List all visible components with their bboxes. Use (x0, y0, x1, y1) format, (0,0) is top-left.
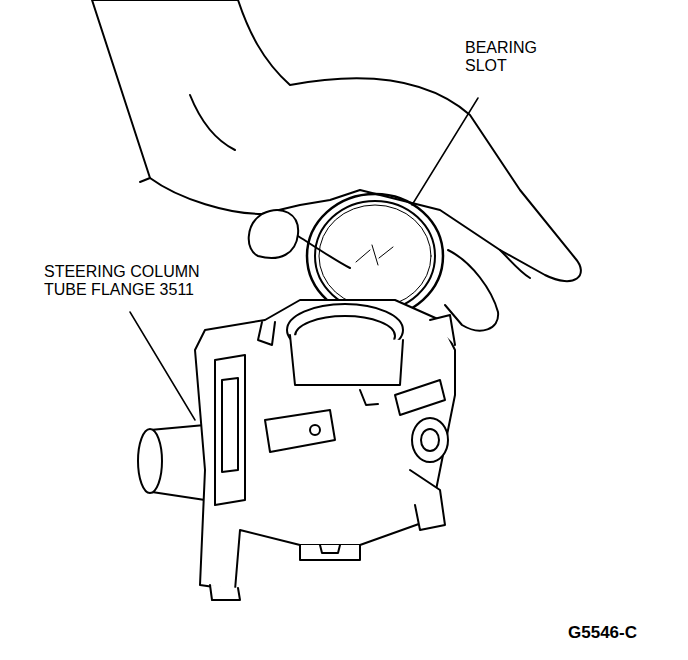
part-name: BEARING SLOT (463, 38, 558, 77)
part-name-holder: STEERING COLUMN TUBE FLANGE 3511 (42, 262, 210, 301)
figure-code-holder: G5546-C (566, 622, 676, 644)
part-name: STEERING COLUMN TUBE FLANGE 3511 (42, 262, 210, 301)
figure-code: G5546-C (566, 622, 639, 644)
leader-line (412, 98, 478, 205)
flange-housing (138, 300, 455, 600)
leader-line (130, 312, 195, 420)
part-name-holder: BEARING SLOT (463, 38, 558, 77)
leader-lines (130, 98, 478, 420)
